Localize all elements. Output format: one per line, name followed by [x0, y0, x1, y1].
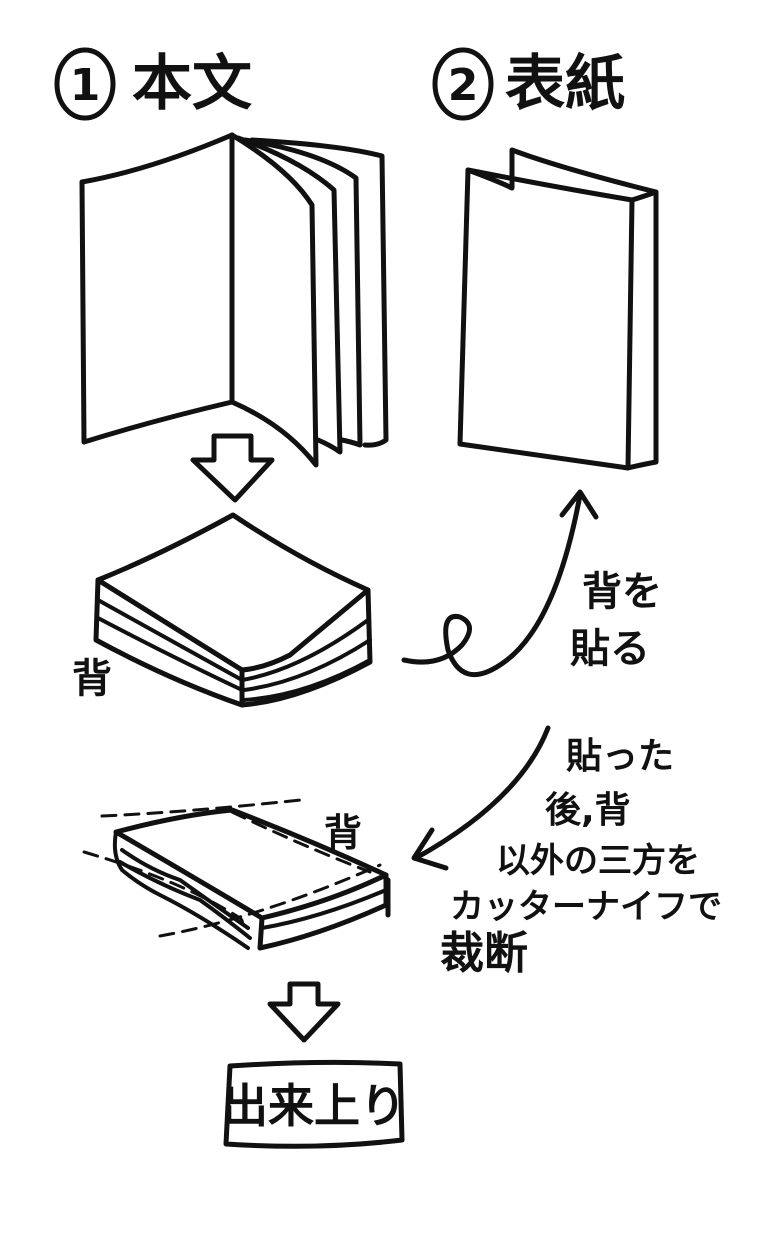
step2-title: 表紙: [505, 49, 625, 119]
step2-heading: 2 表紙: [432, 47, 625, 121]
trimmed-book-illustration: [82, 798, 391, 951]
cut-line-bottom: [158, 863, 382, 938]
cut-label-line4: カッターナイフで: [450, 887, 722, 927]
step1-title: 本文: [132, 49, 252, 119]
cut-instructions: 貼った 後,背 以外の三方を カッターナイフで 裁断: [440, 736, 722, 979]
step1-circle: [54, 47, 116, 121]
spine-face: [93, 577, 245, 708]
paste-label-line1: 背を: [582, 569, 662, 615]
top-sheet: [95, 512, 371, 673]
cut-arrow-head: [411, 827, 449, 871]
paste-label-line2: 貼る: [570, 626, 650, 672]
down-arrow-2: [267, 981, 341, 1043]
cover-outline: [457, 147, 659, 471]
right-page-4: [249, 137, 389, 448]
cover-illustration: [457, 147, 659, 471]
cut-label-line1: 貼った: [566, 736, 674, 777]
spine-label-right: 背: [324, 811, 362, 855]
right-page-3: [242, 137, 363, 448]
stacked-block-illustration: [93, 512, 373, 708]
spine-label-left: 背: [72, 656, 112, 702]
result-frame: [223, 1059, 405, 1149]
step2-circle: [432, 47, 494, 121]
cut-arrow: [413, 725, 551, 861]
cut-label-line3: 以外の三方を: [496, 841, 700, 881]
left-page: [79, 132, 235, 445]
cut-line-fore-edge: [82, 850, 244, 932]
step1-number: 1: [70, 60, 101, 111]
open-book-illustration: [79, 132, 389, 468]
result-label: 出来上り: [222, 1079, 406, 1133]
down-arrow-1: [190, 433, 275, 503]
paste-arrow-head: [559, 489, 599, 520]
cut-line-top: [100, 798, 302, 818]
right-page-1: [229, 132, 319, 468]
cut-label-line5: 裁断: [440, 928, 528, 979]
right-page-2: [235, 135, 343, 455]
paste-arrow: [401, 492, 583, 677]
step1-heading: 1 本文: [54, 47, 252, 121]
result-box: 出来上り: [222, 1059, 406, 1149]
cut-label-line2: 後,背: [545, 790, 631, 831]
step2-number: 2: [448, 60, 479, 111]
